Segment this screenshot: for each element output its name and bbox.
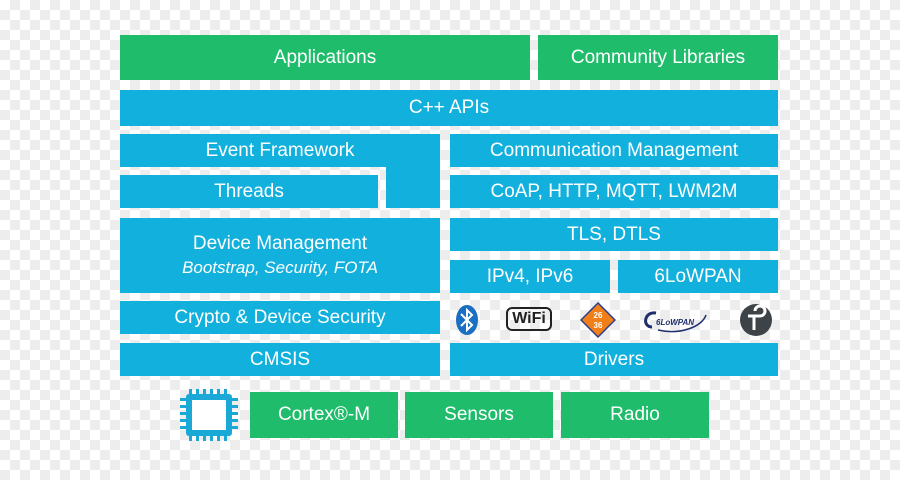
community-libraries-label: Community Libraries: [570, 46, 746, 68]
applications-block: Applications: [120, 35, 530, 80]
cortex-m-label: Cortex®-M: [277, 404, 371, 425]
zigbee-number-top: 26: [594, 311, 603, 320]
chip-icon: [180, 389, 238, 441]
device-management-subtitle: Bootstrap, Security, FOTA: [182, 258, 378, 277]
cortex-m-block: Cortex®-M: [250, 392, 398, 438]
6lowpan-block: 6LoWPAN: [618, 260, 778, 293]
bluetooth-icon: [452, 303, 482, 337]
sensors-label: Sensors: [444, 404, 514, 425]
protocols-label: CoAP, HTTP, MQTT, LWM2M: [490, 180, 738, 202]
event-framework-block: Event Framework: [120, 134, 440, 167]
cmsis-block: CMSIS: [120, 343, 440, 376]
community-libraries-block: Community Libraries: [538, 35, 778, 80]
device-management-block: Device Management Bootstrap, Security, F…: [120, 218, 440, 293]
radio-label: Radio: [610, 404, 660, 425]
ipv4-ipv6-block: IPv4, IPv6: [450, 260, 610, 293]
ipv4-ipv6-label: IPv4, IPv6: [486, 265, 574, 287]
drivers-block: Drivers: [450, 343, 778, 376]
communication-management-block: Communication Management: [450, 134, 778, 167]
device-management-label: Device Management: [192, 233, 368, 254]
drivers-label: Drivers: [583, 348, 645, 370]
thread-logo-icon: [738, 302, 774, 338]
cmsis-label: CMSIS: [249, 348, 311, 370]
event-framework-extension: [386, 167, 440, 208]
sensors-block: Sensors: [405, 392, 553, 438]
radio-block: Radio: [561, 392, 709, 438]
threads-block: Threads: [120, 175, 378, 208]
crypto-security-block: Crypto & Device Security: [120, 301, 440, 334]
tls-dtls-block: TLS, DTLS: [450, 218, 778, 251]
6lowpan-logo-text: 6LoWPAN: [656, 318, 694, 327]
crypto-security-label: Crypto & Device Security: [174, 306, 386, 328]
protocols-block: CoAP, HTTP, MQTT, LWM2M: [450, 175, 778, 208]
wifi-logo-text: WiFi: [512, 310, 546, 327]
zigbee-number-bottom: 36: [594, 321, 603, 330]
tls-dtls-label: TLS, DTLS: [567, 223, 661, 245]
event-framework-label: Event Framework: [205, 139, 355, 161]
cpp-apis-label: C++ APIs: [408, 97, 490, 118]
cpp-apis-block: C++ APIs: [120, 90, 778, 126]
applications-label: Applications: [273, 46, 377, 68]
communication-management-label: Communication Management: [489, 139, 739, 161]
zigbee-diamond-icon: 26 36: [580, 302, 616, 338]
wifi-logo-icon: WiFi: [502, 306, 556, 332]
threads-label: Threads: [214, 180, 284, 202]
6lowpan-logo-icon: 6LoWPAN: [640, 305, 710, 335]
6lowpan-label: 6LoWPAN: [654, 265, 742, 287]
